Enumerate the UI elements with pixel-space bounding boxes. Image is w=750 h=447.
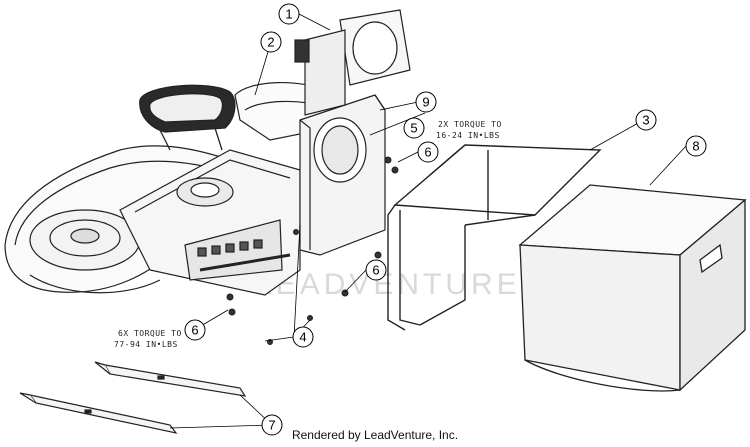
callout-6-mid-label: 6: [372, 263, 379, 278]
callout-6-right-label: 6: [424, 145, 431, 160]
torque-note-2x: 2X TORQUE TO 16-24 IN•LBS: [436, 120, 502, 140]
callout-7-label: 7: [268, 418, 275, 433]
torque-note-2x-line2: 16-24 IN•LBS: [436, 131, 500, 140]
callout-8: 8: [685, 135, 707, 157]
torque-note-6x: 6X TORQUE TO 77-94 IN•LBS: [114, 329, 182, 349]
callout-9: 9: [415, 91, 437, 113]
callout-6-mid: 6: [365, 259, 387, 281]
callout-6-right: 6: [417, 141, 439, 163]
chute-adapter: [299, 94, 386, 256]
footer-credit: Rendered by LeadVenture, Inc.: [291, 428, 459, 442]
callout-7: 7: [261, 414, 283, 436]
torque-note-6x-line2: 77-94 IN•LBS: [114, 340, 178, 349]
callout-5: 5: [403, 117, 425, 139]
callout-5-label: 5: [410, 121, 417, 136]
callout-9-label: 9: [422, 95, 429, 110]
callout-1: 1: [278, 3, 300, 25]
callout-4-label: 4: [299, 330, 306, 345]
callout-3: 3: [635, 109, 657, 131]
callout-6-left-label: 6: [191, 323, 198, 338]
callout-2-label: 2: [267, 35, 274, 50]
bagger-door: [294, 9, 411, 116]
callout-4: 4: [292, 326, 314, 348]
callout-1-label: 1: [285, 7, 292, 22]
grass-bag: [518, 184, 747, 392]
callout-6-left: 6: [184, 319, 206, 341]
callout-3-label: 3: [642, 113, 649, 128]
seat: [139, 84, 236, 151]
fasteners: [226, 156, 399, 345]
bag-frame: [387, 144, 602, 331]
torque-note-2x-line1: 2X TORQUE TO: [438, 120, 502, 129]
callout-2: 2: [260, 31, 282, 53]
rear-frame: [119, 149, 301, 296]
callout-8-label: 8: [692, 139, 699, 154]
mower-blades: [19, 361, 247, 434]
torque-note-6x-line1: 6X TORQUE TO: [118, 329, 182, 338]
